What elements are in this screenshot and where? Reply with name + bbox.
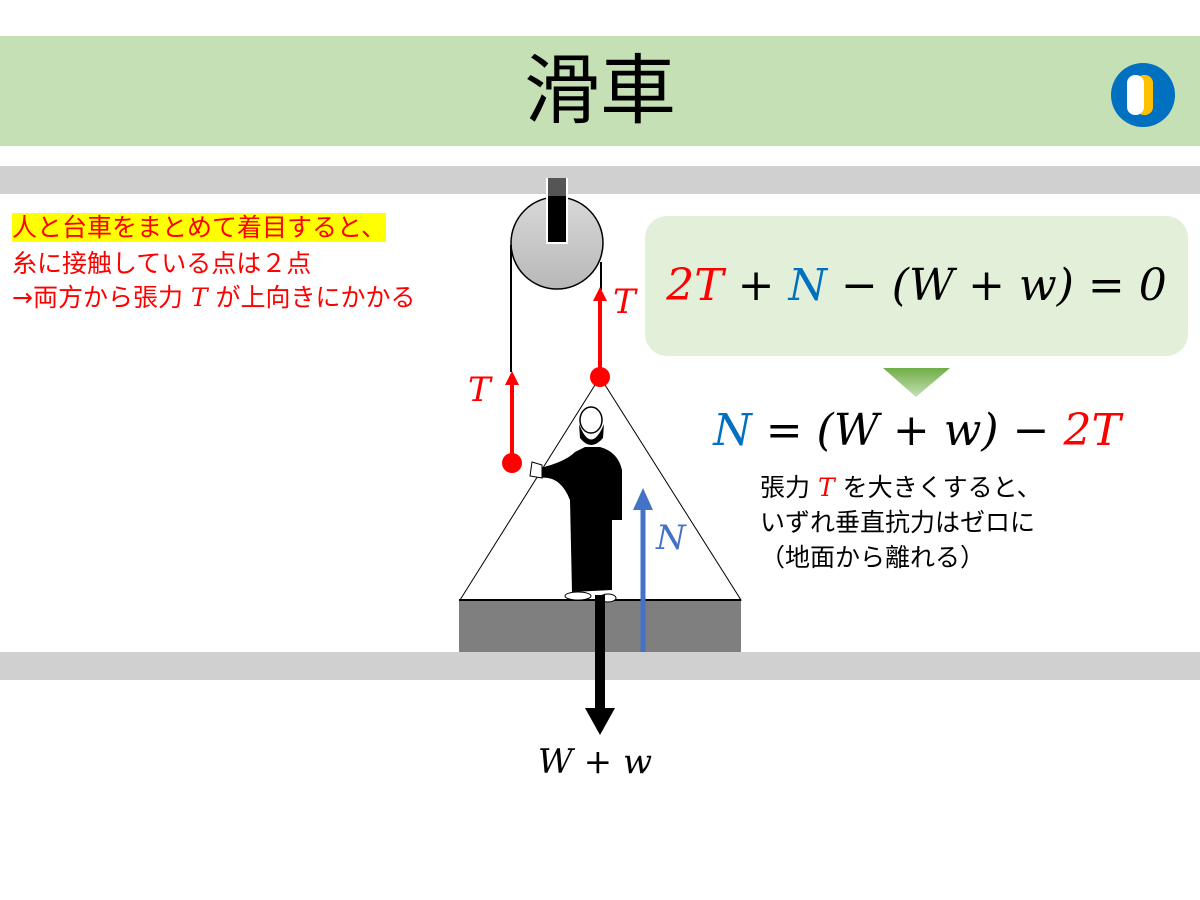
logo-circle-icon — [1111, 63, 1175, 127]
note-line-1: 人と台車をまとめて着目すると、 — [12, 213, 387, 242]
note-line-3: →両方から張力 T が上向きにかかる — [12, 283, 416, 312]
weight-arrow — [585, 595, 615, 735]
weight-label: W + w — [537, 742, 653, 782]
normal-force-equation: N = (W + w) − 2T — [713, 405, 1121, 456]
conclusion-line-3: （地面から離れる） — [760, 543, 986, 572]
person-figure — [529, 406, 622, 603]
conclusion-line-2: いずれ垂直抗力はゼロに — [760, 508, 1036, 537]
pulley-mount — [546, 178, 568, 244]
note-line-2: 糸に接触している点は２点 — [12, 249, 312, 278]
tension-arrow-left — [502, 371, 522, 473]
down-triangle-icon — [883, 368, 950, 397]
title-bar — [0, 36, 1200, 146]
tension-label-left: T — [468, 370, 491, 410]
conclusion-text: 張力 T を大きくすると、 いずれ垂直抗力はゼロに （地面から離れる） — [760, 470, 1042, 575]
tension-label-right: T — [613, 282, 636, 322]
tension-arrow-right — [590, 287, 610, 387]
force-balance-equation: 2T + N − (W + w) = 0 — [666, 260, 1167, 311]
normal-force-label: N — [656, 518, 686, 558]
conclusion-line-1: 張力 T を大きくすると、 — [760, 473, 1042, 502]
equation-box — [645, 216, 1188, 356]
page-title: 滑車 — [524, 46, 676, 135]
ceiling — [0, 166, 1200, 194]
normal-force-arrow — [633, 488, 653, 652]
